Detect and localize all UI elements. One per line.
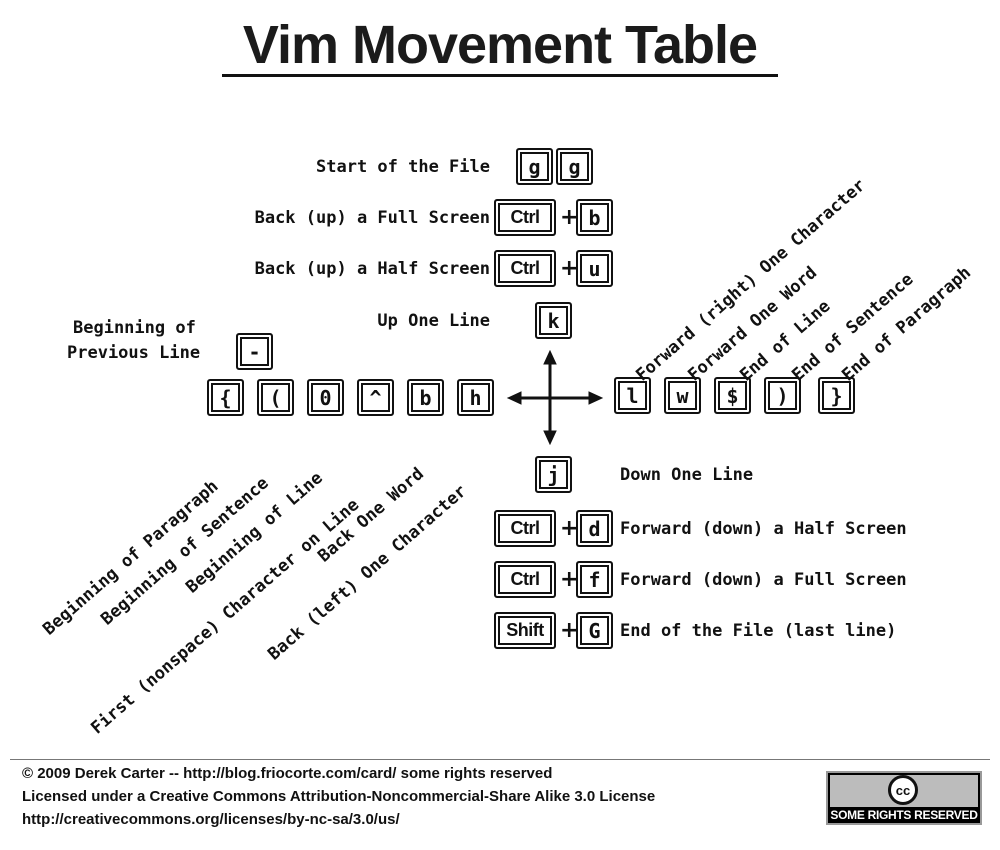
key-u: u — [576, 250, 613, 287]
label-beginning-of-paragraph: Beginning of Paragraph — [39, 476, 223, 640]
badge-text: SOME RIGHTS RESERVED — [830, 808, 978, 822]
plus-sign: + — [560, 256, 579, 281]
key-w: w — [664, 377, 701, 414]
plus-sign: + — [560, 567, 579, 592]
label-beginning-of: Beginning of — [73, 318, 196, 338]
key-caret: ^ — [357, 379, 394, 416]
key-right-paren: ) — [764, 377, 801, 414]
key-dollar: $ — [714, 377, 751, 414]
footer-license-url: http://creativecommons.org/licenses/by-n… — [22, 811, 400, 828]
key-ctrl-f-mod: Ctrl — [494, 561, 556, 598]
creative-commons-badge[interactable]: cc SOME RIGHTS RESERVED — [826, 771, 982, 825]
key-minus: - — [236, 333, 273, 370]
four-way-arrow-icon — [506, 350, 604, 445]
footer-license: Licensed under a Creative Commons Attrib… — [22, 788, 656, 805]
key-k: k — [535, 302, 572, 339]
key-ctrl-d-mod: Ctrl — [494, 510, 556, 547]
key-right-brace: } — [818, 377, 855, 414]
footer-divider — [10, 759, 990, 760]
key-f: f — [576, 561, 613, 598]
plus-sign: + — [560, 205, 579, 230]
label-back-half-screen: Back (up) a Half Screen — [254, 259, 490, 279]
key-l: l — [614, 377, 651, 414]
key-shift-mod: Shift — [494, 612, 556, 649]
key-d: d — [576, 510, 613, 547]
label-start-of-file: Start of the File — [316, 157, 490, 177]
page-title: Vim Movement Table — [242, 15, 758, 75]
key-G: G — [576, 612, 613, 649]
key-ctrl-u-mod: Ctrl — [494, 250, 556, 287]
label-forward-full-screen: Forward (down) a Full Screen — [620, 570, 907, 590]
key-g-1: g — [516, 148, 553, 185]
label-previous-line: Previous Line — [67, 343, 201, 363]
creative-commons-icon: cc — [888, 775, 918, 805]
label-down-one-line: Down One Line — [620, 465, 754, 485]
label-forward-half-screen: Forward (down) a Half Screen — [620, 519, 907, 539]
key-j: j — [535, 456, 572, 493]
label-end-of-file: End of the File (last line) — [620, 621, 897, 641]
plus-sign: + — [560, 618, 579, 643]
key-b-full: b — [576, 199, 613, 236]
key-h: h — [457, 379, 494, 416]
key-g-2: g — [556, 148, 593, 185]
key-left-brace: { — [207, 379, 244, 416]
key-zero: 0 — [307, 379, 344, 416]
plus-sign: + — [560, 516, 579, 541]
label-back-full-screen: Back (up) a Full Screen — [254, 208, 490, 228]
key-b-word: b — [407, 379, 444, 416]
label-up-one-line: Up One Line — [377, 311, 490, 331]
key-left-paren: ( — [257, 379, 294, 416]
key-ctrl-b-mod: Ctrl — [494, 199, 556, 236]
title-underline — [222, 74, 778, 77]
footer-copyright: © 2009 Derek Carter -- http://blog.frioc… — [22, 765, 553, 782]
